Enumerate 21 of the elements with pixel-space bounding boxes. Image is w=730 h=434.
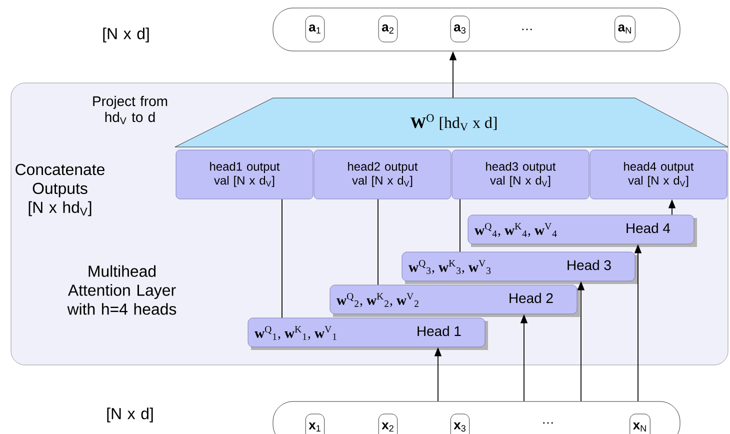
dimension-label: [N x d] xyxy=(103,28,149,42)
token-box: x$_{3}$ xyxy=(450,414,470,434)
output-box: head4 output val [N x d$_{V}$] xyxy=(590,150,728,200)
output-box: head2 output val [N x d$_{V}$] xyxy=(314,150,452,200)
token-box: a$_{N}$ xyxy=(614,16,636,42)
output-box: head1 output val [N x d$_{V}$] xyxy=(176,150,314,200)
projection-trapezoid: W$^{O}$ [hd$_{V}$ x d] xyxy=(174,98,728,148)
output-box: head3 output val [N x d$_{V}$] xyxy=(452,150,590,200)
attention-head-box: w$^{Q}$$_{2}$, w$^{K}$$_{2}$, w$^{V}$2 Head 2 xyxy=(330,284,580,317)
attention-head-box: w$^{Q}$$_{1}$, w$^{K}$$_{1}$, w$^{V}$1 Head 1 xyxy=(248,318,488,350)
token-box: x$_{2}$ xyxy=(378,414,398,434)
token-box: a$_{2}$ xyxy=(378,16,398,42)
dimension-label: Project from hd$_{V}$ to d xyxy=(93,96,168,124)
token-box: a$_{1}$ xyxy=(305,16,325,42)
token-box: a$_{3}$ xyxy=(450,16,470,42)
attention-head-box: w$^{Q}$$_{3}$, w$^{K}$$_{3}$, w$^{V}$3 Head 3 xyxy=(402,252,638,284)
token-box: x$_{1}$ xyxy=(305,414,325,434)
attention-head-box: w$^{Q}$$_{4}$, w$^{K}$$_{4}$, w$^{V}$4 Head 4 xyxy=(468,214,697,247)
dimension-label: [N x d] xyxy=(107,408,153,422)
token-box: x$_{N}$ xyxy=(630,414,650,434)
dimension-label: Concatenate Outputs [N x hd$_{V}$] xyxy=(16,164,104,216)
